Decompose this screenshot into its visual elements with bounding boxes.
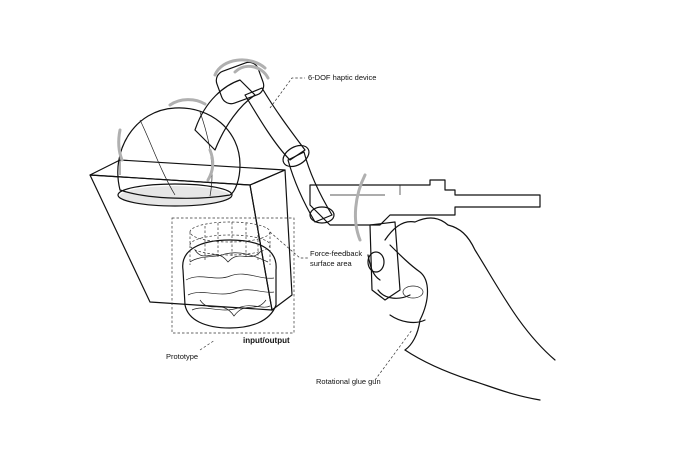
device-base-box (89, 159, 293, 311)
force-feedback-field (171, 217, 295, 334)
prototype-sculpture (182, 239, 277, 329)
label-input-output: input/output (243, 336, 290, 345)
haptic-dome (117, 107, 241, 207)
label-prototype: Prototype (166, 352, 198, 361)
label-haptic-device: 6-DOF haptic device (308, 73, 376, 82)
label-force-feedback-2: surface area (310, 259, 353, 268)
label-force-feedback-1: Force-feedback (310, 249, 362, 258)
label-glue-gun: Rotational glue gun (316, 377, 381, 386)
hand-drawing (367, 217, 556, 401)
leader-lines (199, 77, 413, 381)
glue-gun (309, 173, 541, 301)
haptic-arm (117, 58, 335, 224)
